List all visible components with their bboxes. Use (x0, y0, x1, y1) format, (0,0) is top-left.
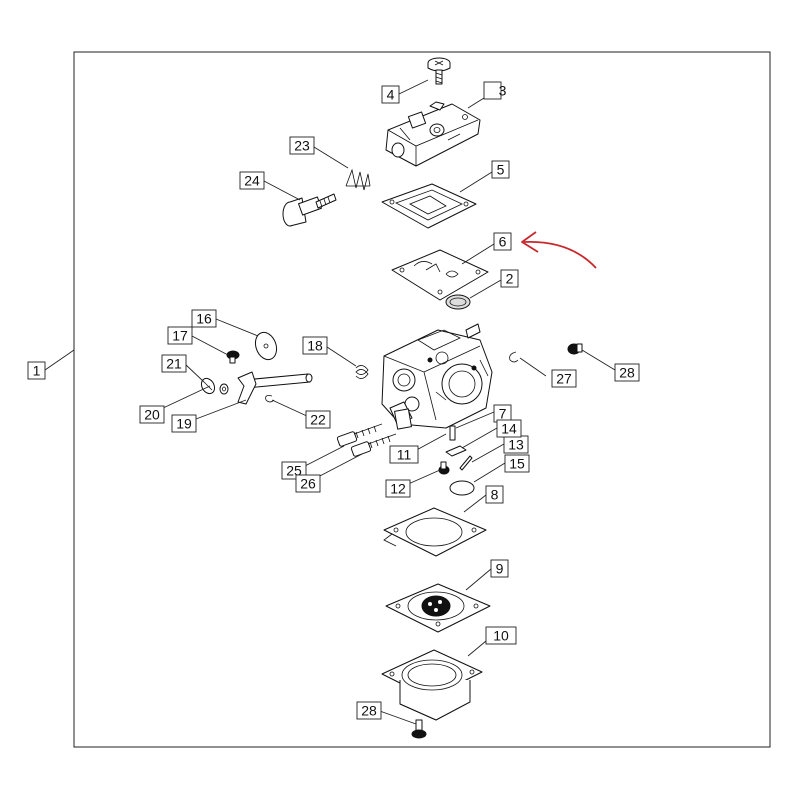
part-screw-4 (427, 57, 451, 85)
svg-text:8: 8 (491, 487, 499, 503)
callout-12: 12 (385, 479, 411, 498)
callout-19: 19 (171, 414, 197, 433)
svg-text:4: 4 (387, 87, 395, 103)
part-screw-12 (438, 461, 450, 475)
svg-text:25: 25 (286, 463, 302, 479)
svg-text:13: 13 (508, 437, 524, 453)
part-gasket-8 (383, 507, 487, 557)
callout-18: 18 (302, 336, 328, 355)
callout-24: 24 (239, 171, 265, 190)
svg-text:18: 18 (307, 338, 323, 354)
svg-text:14: 14 (501, 421, 517, 437)
svg-text:17: 17 (172, 328, 188, 344)
callout-20: 20 (139, 405, 165, 424)
highlight-arrow (521, 231, 597, 269)
svg-text:2: 2 (506, 271, 514, 287)
callout-13: 13 (503, 435, 529, 454)
callout-10: 10 (485, 626, 517, 645)
part-choke-shaft-19 (237, 371, 313, 405)
svg-text:10: 10 (493, 628, 509, 644)
callout-14: 14 (496, 419, 522, 438)
part-lever-14 (445, 445, 467, 457)
callout-8: 8 (485, 485, 504, 504)
callout-22: 22 (305, 410, 331, 429)
part-choke-plate-16 (254, 331, 278, 361)
diagram-frame (73, 51, 771, 748)
svg-text:1: 1 (33, 363, 41, 379)
svg-text:28: 28 (361, 703, 377, 719)
highlight-arrow-head (521, 231, 539, 253)
part-cover-10 (381, 649, 483, 721)
callout-4: 4 (381, 85, 400, 104)
part-detent-21 (200, 377, 216, 395)
callout-28-upper: 28 (614, 363, 640, 382)
callout-2: 2 (500, 269, 519, 288)
part-carburetor-body (381, 323, 493, 430)
part-idle-screw-24 (282, 193, 337, 227)
callout-1: 1 (27, 361, 46, 380)
svg-text:21: 21 (166, 356, 182, 372)
svg-text:15: 15 (509, 456, 525, 472)
svg-text:26: 26 (300, 476, 316, 492)
svg-text:22: 22 (310, 412, 326, 428)
svg-text:12: 12 (390, 481, 406, 497)
leader-lines (44, 79, 616, 725)
part-clip-27 (509, 351, 519, 363)
part-screw-28-lower (411, 719, 427, 739)
svg-text:20: 20 (144, 407, 160, 423)
callout-26: 26 (295, 474, 321, 493)
part-gasket-5 (381, 183, 477, 229)
part-inlet-needle-7 (449, 425, 456, 441)
callout-27: 27 (551, 369, 577, 388)
svg-text:16: 16 (196, 311, 212, 327)
part-pump-cover-3 (385, 101, 481, 167)
part-ring-20 (219, 383, 229, 395)
part-pin-13 (459, 455, 473, 471)
callout-9: 9 (490, 559, 509, 578)
svg-text:6: 6 (499, 234, 507, 250)
part-screw-17 (226, 350, 240, 364)
svg-text:19: 19 (176, 416, 192, 432)
callout-15: 15 (504, 454, 530, 473)
svg-text:5: 5 (497, 162, 505, 178)
callout-11: 11 (389, 445, 419, 464)
svg-text:3: 3 (499, 83, 507, 99)
svg-text:7: 7 (499, 406, 507, 422)
svg-text:28: 28 (619, 365, 635, 381)
part-needle-25 (336, 423, 383, 447)
part-clip-22 (265, 395, 275, 403)
callout-23: 23 (289, 136, 315, 155)
callout-17: 17 (167, 326, 193, 345)
svg-text:9: 9 (496, 561, 504, 577)
part-screw-28-upper (567, 343, 583, 355)
svg-text:11: 11 (397, 447, 412, 463)
part-needle-26 (350, 433, 397, 457)
svg-text:23: 23 (294, 138, 310, 154)
svg-text:27: 27 (556, 371, 572, 387)
part-spring-23 (345, 168, 371, 191)
callout-7: 7 (493, 404, 512, 423)
callout-5: 5 (491, 160, 510, 179)
svg-text:24: 24 (244, 173, 260, 189)
part-screen-2 (445, 294, 471, 310)
callout-21: 21 (161, 354, 187, 373)
part-diaphragm-6 (391, 249, 489, 301)
part-disc-15 (449, 480, 475, 496)
part-spring-18 (355, 365, 369, 379)
callout-28-lower: 28 (356, 701, 382, 720)
callout-3: 3 (483, 81, 507, 100)
part-metering-diaphragm-9 (385, 583, 491, 633)
callout-6: 6 (493, 232, 512, 251)
callout-16: 16 (191, 309, 217, 328)
highlight-arrow-shaft (523, 241, 597, 269)
